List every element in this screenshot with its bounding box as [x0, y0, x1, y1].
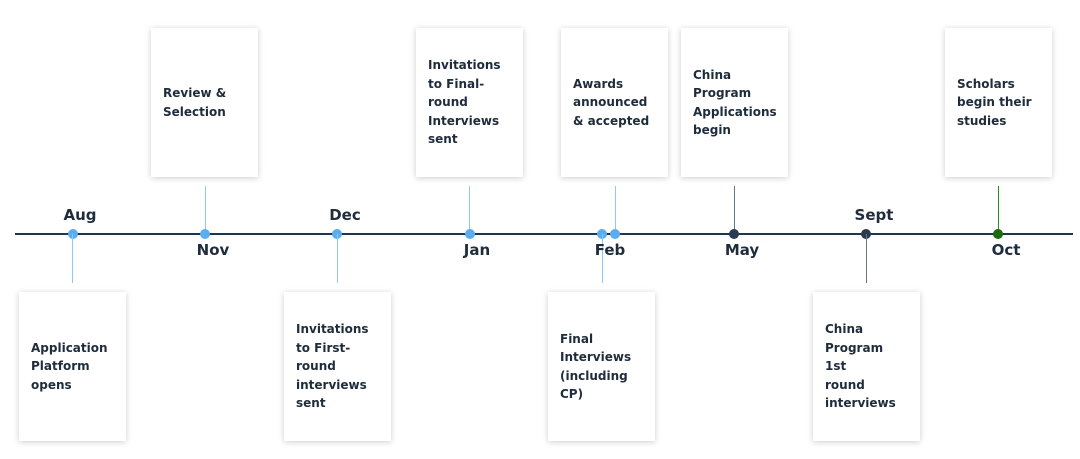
month-label-may: May	[724, 241, 760, 259]
connector-nov	[205, 186, 206, 234]
timeline-axis	[15, 233, 1073, 235]
event-card-final-interviews: Final Interviews (including CP)	[548, 292, 655, 441]
timeline-dot-oct	[993, 229, 1003, 239]
event-card-application-platform-opens: Application Platform opens	[19, 292, 126, 441]
timeline-dot-jan	[465, 229, 475, 239]
event-text: Final Interviews (including CP)	[560, 331, 632, 402]
connector-oct	[998, 186, 999, 234]
connector-aug	[72, 234, 73, 283]
event-text: Invitations to First- round interviews s…	[296, 322, 369, 411]
month-label-nov: Nov	[196, 241, 230, 259]
event-text: Review & Selection	[163, 86, 227, 119]
event-card-china-program-interviews: China Program 1st round interviews	[813, 292, 920, 441]
event-text: China Program Applications begin	[693, 67, 777, 138]
event-card-scholars-begin: Scholars begin their studies	[945, 28, 1052, 177]
connector-feb-lower	[602, 234, 603, 283]
event-text: Awards announced & accepted	[573, 76, 650, 128]
event-card-first-round-invitations: Invitations to First- round interviews s…	[284, 292, 391, 441]
connector-sept	[866, 234, 867, 283]
event-text: Application Platform opens	[31, 340, 108, 392]
event-text: Invitations to Final- round Interviews s…	[428, 58, 501, 147]
timeline-dot-may	[729, 229, 739, 239]
connector-may	[734, 186, 735, 234]
month-label-feb: Feb	[594, 241, 626, 259]
timeline-dot-aug	[68, 229, 78, 239]
month-label-sept: Sept	[854, 206, 894, 224]
month-label-dec: Dec	[329, 206, 361, 224]
event-text: Scholars begin their studies	[957, 76, 1032, 128]
timeline-dot-nov	[200, 229, 210, 239]
connector-feb-upper	[615, 186, 616, 234]
connector-jan	[469, 186, 470, 234]
event-card-review-selection: Review & Selection	[151, 28, 258, 177]
event-card-awards-announced: Awards announced & accepted	[561, 28, 668, 177]
month-label-oct: Oct	[991, 241, 1021, 259]
timeline-dot-feb-awards	[610, 229, 620, 239]
month-label-aug: Aug	[63, 206, 97, 224]
event-card-final-round-invitations: Invitations to Final- round Interviews s…	[416, 28, 523, 177]
month-label-jan: Jan	[463, 241, 491, 259]
event-text: China Program 1st round interviews	[825, 322, 896, 411]
event-card-china-program-applications: China Program Applications begin	[681, 28, 788, 177]
connector-dec	[337, 234, 338, 283]
